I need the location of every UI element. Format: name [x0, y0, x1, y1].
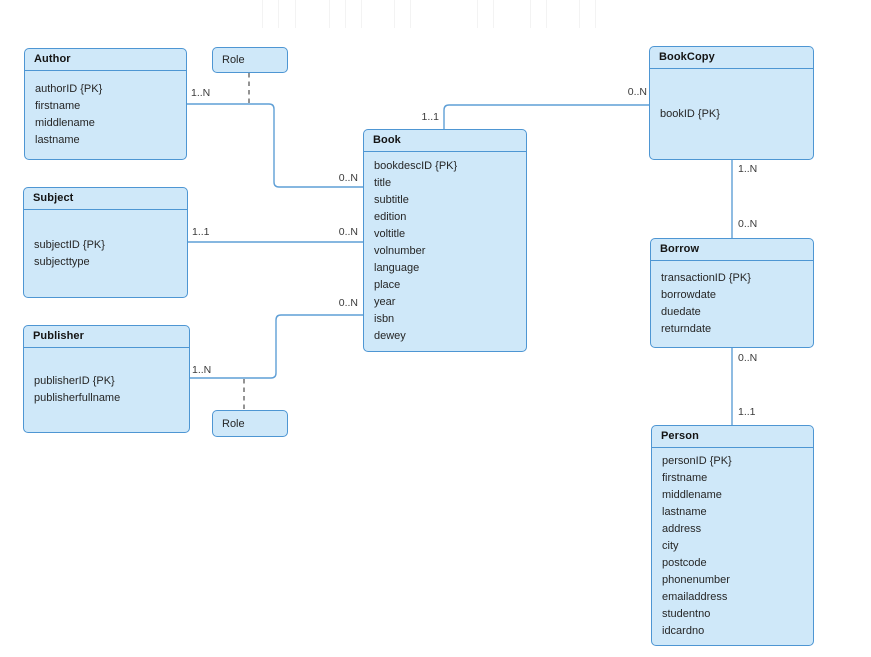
entity-author[interactable]: Author authorID {PK} firstname middlename la…: [24, 48, 187, 160]
entity-attribute: edition: [374, 211, 407, 223]
cardinality-label: 0..N: [338, 226, 358, 238]
cardinality-label: 1..N: [192, 364, 212, 376]
gridline: [477, 0, 478, 28]
cardinality-label: 1..1: [192, 226, 210, 238]
gridline: [546, 0, 547, 28]
gridline: [329, 0, 330, 28]
entity-title: Person: [652, 426, 813, 448]
role-node-label: Role: [222, 54, 245, 66]
entity-attribute: voltitle: [374, 228, 406, 240]
entity-attribute: place: [374, 279, 401, 291]
cardinality-label: 1..1: [738, 406, 756, 418]
gridline: [278, 0, 279, 28]
cardinality-label: 1..N: [738, 163, 758, 175]
entity-attribute: lastname: [35, 134, 80, 146]
entity-attribute: subjectID {PK}: [34, 238, 105, 251]
entity-attribute: title: [374, 177, 392, 189]
cardinality-label: 0..N: [338, 297, 358, 309]
entity-attribute: emailaddress: [662, 591, 728, 603]
entity-publisher[interactable]: Publisher publisherID {PK} publisherfullna…: [23, 325, 190, 433]
entity-attribute: borrowdate: [661, 289, 717, 301]
gridline: [595, 0, 596, 28]
entity-attribute: firstname: [35, 100, 81, 112]
role-top-node[interactable]: Role: [212, 47, 288, 73]
entity-attribute-list: transactionID {PK} borrowdate duedate retur…: [651, 261, 813, 347]
entity-attribute: year: [374, 296, 396, 308]
gridline: [361, 0, 362, 28]
entity-attribute: volnumber: [374, 245, 426, 257]
cardinality-label: 0..N: [738, 352, 758, 364]
role-bottom-node[interactable]: Role: [212, 410, 288, 437]
gridline: [530, 0, 531, 28]
entity-title: Subject: [24, 188, 187, 210]
entity-attribute: dewey: [374, 330, 406, 342]
entity-attribute: transactionID {PK}: [661, 272, 751, 284]
entity-attribute: authorID {PK}: [35, 83, 103, 95]
entity-attribute-list: bookID {PK}: [650, 69, 813, 159]
entity-attribute: studentno: [662, 608, 711, 620]
entity-title: Author: [25, 49, 186, 71]
entity-title: Borrow: [651, 239, 813, 261]
entity-attribute: address: [662, 523, 702, 535]
entity-attribute: idcardno: [662, 625, 705, 637]
connector-publisher-book[interactable]: [190, 314, 363, 379]
gridline: [579, 0, 580, 28]
entity-attribute: middlename: [35, 117, 95, 129]
entity-attribute: city: [662, 540, 679, 552]
entity-attribute: subjecttype: [34, 255, 90, 268]
gridline: [410, 0, 411, 28]
entity-title: BookCopy: [650, 47, 813, 69]
entity-attribute: firstname: [662, 472, 708, 484]
cardinality-label: 0..N: [338, 172, 358, 184]
entity-attribute: subtitle: [374, 194, 409, 206]
entity-attribute: bookID {PK}: [660, 107, 720, 120]
entity-person[interactable]: Person personID {PK} firstname middlename la…: [651, 425, 814, 646]
cardinality-label: 0..N: [627, 86, 647, 98]
entity-attribute: postcode: [662, 557, 707, 569]
gridline: [295, 0, 296, 28]
cardinality-label: 0..N: [738, 218, 758, 230]
entity-attribute: personID {PK}: [662, 455, 732, 467]
entity-attribute: lastname: [662, 506, 707, 518]
entity-attribute: duedate: [661, 306, 701, 318]
entity-attribute: middlename: [662, 489, 722, 501]
entity-attribute: language: [374, 262, 420, 274]
gridline: [493, 0, 494, 28]
entity-attribute-list: publisherID {PK} publisherfullname: [24, 348, 189, 432]
entity-attribute-list: subjectID {PK} subjecttype: [24, 210, 187, 297]
entity-book[interactable]: Book bookdescID {PK} title subtitle edition v…: [363, 129, 527, 352]
entity-attribute: phonenumber: [662, 574, 730, 586]
entity-attribute-list: bookdescID {PK} title subtitle edition volti…: [364, 152, 526, 351]
cardinality-label: 1..N: [191, 87, 211, 99]
role-node-label: Role: [222, 417, 245, 430]
connector-book-bookcopy[interactable]: [443, 104, 649, 129]
entity-attribute: returndate: [661, 323, 712, 335]
gridline: [394, 0, 395, 28]
connector-author-book[interactable]: [187, 103, 363, 188]
entity-attribute-list: authorID {PK} firstname middlename lastname: [25, 71, 186, 159]
entity-attribute-list: personID {PK} firstname middlename lastname…: [652, 448, 813, 645]
cardinality-label: 1..1: [421, 111, 439, 123]
entity-attribute: bookdescID {PK}: [374, 160, 458, 172]
gridline: [262, 0, 263, 28]
entity-attribute: publisherfullname: [34, 392, 121, 404]
entity-borrow[interactable]: Borrow transactionID {PK} borrowdate duedat…: [650, 238, 814, 348]
entity-attribute: publisherID {PK}: [34, 375, 115, 387]
entity-title: Publisher: [24, 326, 189, 348]
gridline: [345, 0, 346, 28]
entity-bookcopy[interactable]: BookCopy bookID {PK}: [649, 46, 814, 160]
entity-subject[interactable]: Subject subjectID {PK} subjecttype: [23, 187, 188, 298]
entity-title: Book: [364, 130, 526, 152]
entity-attribute: isbn: [374, 313, 395, 325]
